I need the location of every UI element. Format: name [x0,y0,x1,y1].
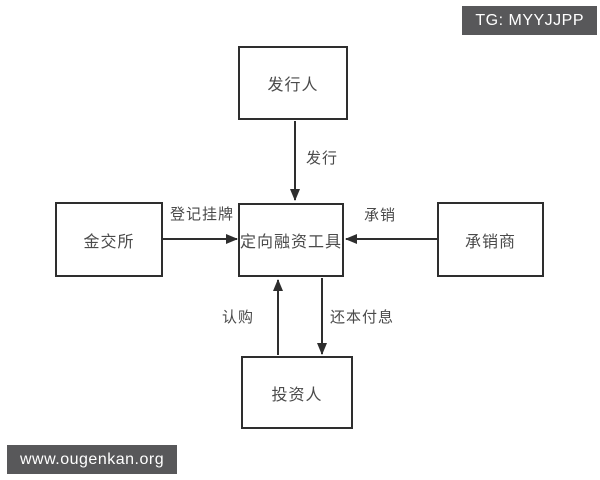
node-issuer: 发行人 [238,46,348,120]
telegram-watermark-badge: TG: MYYJJPP [462,6,597,35]
website-watermark-text: www.ougenkan.org [20,451,165,468]
node-investor-label: 投资人 [271,386,323,404]
edge-label-repay: 还本付息 [330,309,395,326]
edge-label-subscribe: 认购 [222,309,255,326]
node-exchange: 金交所 [55,202,163,277]
telegram-watermark-text: TG: MYYJJPP [475,12,584,29]
node-investor: 投资人 [241,356,353,429]
edge-label-underwrite: 承销 [364,207,397,224]
node-instrument: 定向融资工具 [238,203,344,277]
edge-label-issue: 发行 [306,150,339,167]
edge-label-listing: 登记挂牌 [170,206,235,223]
node-underwriter-label: 承销商 [464,233,516,251]
node-instrument-label: 定向融资工具 [240,234,343,251]
node-exchange-label: 金交所 [83,233,135,251]
node-underwriter: 承销商 [437,202,544,277]
website-watermark-badge: www.ougenkan.org [7,445,178,474]
node-issuer-label: 发行人 [267,77,319,94]
